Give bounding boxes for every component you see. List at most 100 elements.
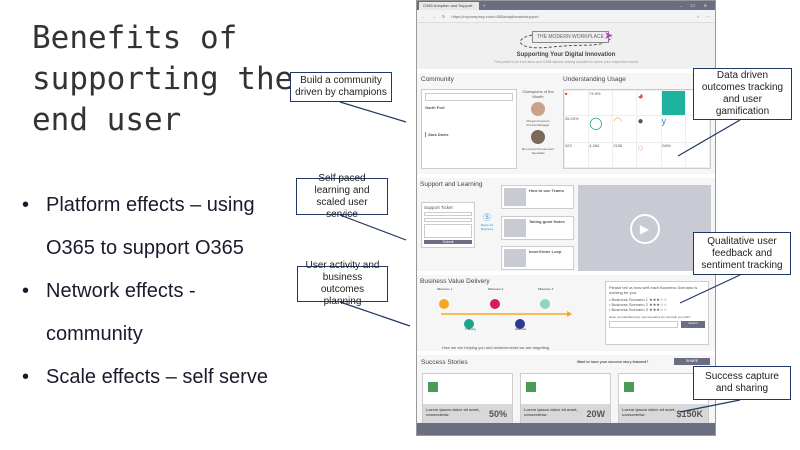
star-rating[interactable]: ★★★☆☆ xyxy=(649,307,668,312)
gauge: ◠ xyxy=(613,115,637,143)
metric: 35.03% xyxy=(565,115,589,143)
tile xyxy=(661,91,685,115)
video-card[interactable]: Inner/Outer Loop xyxy=(501,246,574,270)
callout-success: Success capture and sharing xyxy=(693,366,791,400)
scenario-label: Business Scenario 1 xyxy=(611,297,648,302)
image-icon xyxy=(428,382,438,392)
survey-question-2: Have you identified any new scenarios we… xyxy=(609,315,691,319)
callout-planning: User activity and business outcomes plan… xyxy=(297,260,388,307)
email-field[interactable] xyxy=(424,218,472,222)
metric: 74.5% xyxy=(589,91,613,115)
milestone-pin xyxy=(490,299,500,309)
bullet-text: Network effects - xyxy=(46,280,196,302)
post-input[interactable] xyxy=(425,93,513,101)
more-icon[interactable]: ⋯ xyxy=(706,13,710,19)
skype-label: Skype for Business xyxy=(480,223,494,231)
address-bar: ← → ↻ https://mycompany.com/o365adoptionand… xyxy=(417,10,715,23)
image-icon xyxy=(526,382,536,392)
survey-question: Please tell us how well each Business Sc… xyxy=(609,285,698,295)
back-icon[interactable]: ← xyxy=(422,13,426,19)
bullet-text: O365 to support O365 xyxy=(46,237,244,259)
community-usage-section: Community Garth Fort Sara Davis Champion… xyxy=(417,69,715,174)
star-rating[interactable]: ★★★☆☆ xyxy=(649,297,668,302)
pie-chart: ◕ xyxy=(637,91,661,115)
section-title: Business Value Delivery xyxy=(420,278,490,285)
scenario-label: Business Scenario 2 xyxy=(611,302,648,307)
form-title: Support Ticket xyxy=(424,205,453,210)
survey-form: Please tell us how well each Business Sc… xyxy=(605,281,709,345)
dashed-path-icon xyxy=(520,34,613,49)
video-title: Taking good Notes xyxy=(529,219,565,224)
bar-chart xyxy=(613,91,637,115)
paper-plane-icon: ➤ xyxy=(604,30,614,42)
story-stat: $150K xyxy=(676,409,703,419)
champion-name: Morgan Freeman Product Manager xyxy=(526,119,550,127)
scenario-input[interactable] xyxy=(609,321,678,328)
support-learning-section: Support and Learning Support Ticket Subm… xyxy=(417,174,715,273)
description-field[interactable] xyxy=(424,224,472,238)
browser-window: O365 Adoption and Support + – ☐ ✕ ← → ↻ https… xyxy=(416,0,716,436)
event-pin xyxy=(515,319,525,329)
submit-button[interactable]: Submit xyxy=(424,240,472,244)
name-field[interactable] xyxy=(424,212,472,216)
survey-submit-button[interactable]: Submit xyxy=(681,321,705,328)
metric: 2156 xyxy=(613,143,637,167)
champion-name: Ben Amos Procurement Specialist xyxy=(522,147,554,155)
bullet-item: Network effects - community xyxy=(22,270,292,356)
metric: 423 xyxy=(565,143,589,167)
callout-community: Build a community driven by champions xyxy=(290,72,392,102)
video-thumbnail xyxy=(504,188,526,206)
share-prompt: Want to have your success story featured… xyxy=(577,360,649,364)
yammer-feed[interactable]: Garth Fort Sara Davis xyxy=(421,89,517,169)
story-caption: Lorem ipsum dolor sit amet, consectetur. xyxy=(622,407,676,417)
donut-chart: ◯ xyxy=(589,115,613,143)
bullet-text: community xyxy=(46,323,143,345)
browser-tab[interactable]: O365 Adoption and Support xyxy=(419,1,479,10)
story-caption: Lorem ipsum dolor sit amet, consectetur. xyxy=(426,407,480,417)
play-icon[interactable]: ▶ xyxy=(629,214,660,244)
milestone-label: Milestone 1 xyxy=(437,287,453,291)
reply-author: Sara Davis xyxy=(425,132,513,137)
callout-self-paced: Self paced learning and scaled user serv… xyxy=(296,173,388,220)
event-label: Training xyxy=(465,327,476,331)
video-card[interactable]: How to use Teams xyxy=(501,185,574,209)
video-thumbnail xyxy=(504,249,526,267)
share-button[interactable]: SHARE xyxy=(674,358,710,365)
avatar xyxy=(531,102,545,116)
bullet-text: Platform effects – using xyxy=(46,194,255,216)
footer-bar xyxy=(417,423,715,435)
event-label: Webinar xyxy=(515,327,527,331)
business-value-section: Business Value Delivery Milestone 1 Mile… xyxy=(417,271,715,351)
forward-icon[interactable]: → xyxy=(432,13,436,19)
url-input[interactable]: https://mycompany.com/o365adoptionandsup… xyxy=(451,13,539,19)
window-controls[interactable]: – ☐ ✕ xyxy=(679,3,711,8)
video-thumbnail xyxy=(504,219,526,237)
section-title: Support and Learning xyxy=(420,181,483,188)
tile xyxy=(685,115,709,143)
scenario-row: • Business Scenario 2 ★★★☆☆ xyxy=(609,302,668,307)
star-icon[interactable]: ☆ xyxy=(696,13,700,19)
circle-badge: ● xyxy=(637,115,661,143)
skype-icon: Ⓢ xyxy=(483,213,491,222)
story-card[interactable]: Lorem ipsum dolor sit amet, consectetur.… xyxy=(520,373,611,425)
bullet-text: Scale effects – self serve xyxy=(46,366,268,388)
story-card[interactable]: Lorem ipsum dolor sit amet, consectetur.… xyxy=(422,373,513,425)
yammer-logo: y xyxy=(661,115,685,143)
image-icon xyxy=(624,382,634,392)
callout-feedback: Qualitative user feedback and sentiment … xyxy=(693,232,791,275)
new-tab-icon[interactable]: + xyxy=(483,3,486,8)
milestone-pin xyxy=(540,299,550,309)
section-title: Understanding Usage xyxy=(563,76,626,83)
video-card[interactable]: Taking good Notes xyxy=(501,216,574,240)
event-pin xyxy=(464,319,474,329)
avatar xyxy=(531,130,545,144)
refresh-icon[interactable]: ↻ xyxy=(442,13,446,19)
milestone-timeline xyxy=(439,299,572,329)
star-rating[interactable]: ★★★☆☆ xyxy=(649,302,668,307)
video-player[interactable]: ▶ xyxy=(578,185,711,273)
video-title: Inner/Outer Loop xyxy=(529,249,562,254)
